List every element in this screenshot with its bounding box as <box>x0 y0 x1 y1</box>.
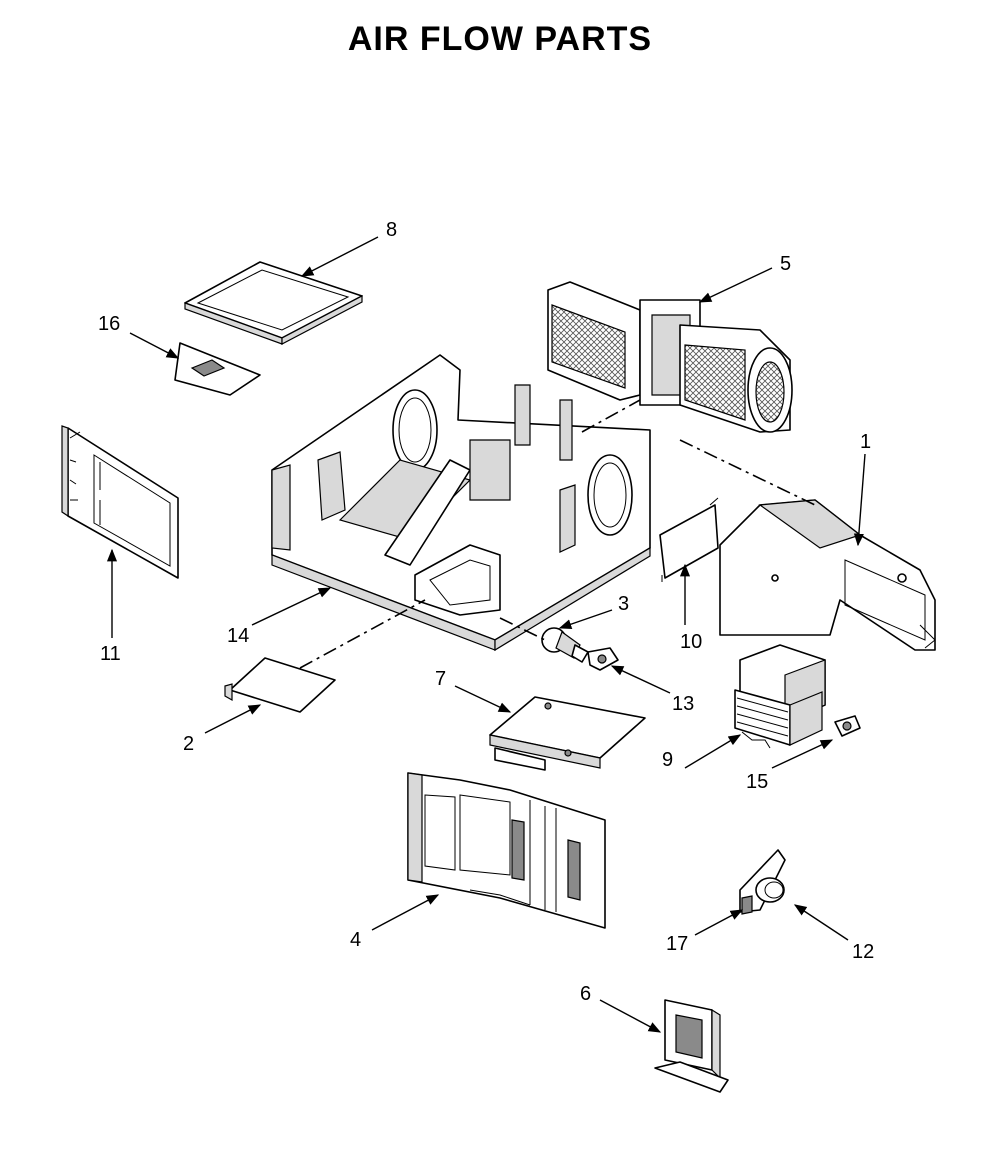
callout-3: 3 <box>618 593 629 615</box>
callout-15: 15 <box>746 771 768 793</box>
callout-4: 4 <box>350 929 361 951</box>
part-13-lamp-socket <box>587 647 619 671</box>
alignment-lines <box>299 399 816 669</box>
callout-7: 7 <box>435 668 446 690</box>
callout-2: 2 <box>183 733 194 755</box>
part-12-17-motor-assembly <box>739 849 786 915</box>
part-9-transformer <box>734 644 826 749</box>
part-5-blower-motor <box>547 281 793 433</box>
part-16-plate <box>174 342 261 396</box>
part-1-duct <box>719 499 936 651</box>
part-11-side-panel <box>61 425 179 579</box>
callout-9: 9 <box>662 749 673 771</box>
part-3-lamp <box>541 627 589 663</box>
callout-1: 1 <box>860 431 871 453</box>
callout-16: 16 <box>98 313 120 335</box>
part-8-filter-frame <box>184 261 363 345</box>
part-4-baffle <box>407 772 606 929</box>
page-title: AIR FLOW PARTS <box>347 20 653 58</box>
callout-11: 11 <box>100 643 121 665</box>
callout-13: 13 <box>672 693 694 715</box>
callout-5: 5 <box>780 253 791 275</box>
callout-14: 14 <box>227 625 249 647</box>
part-6-filter-holder <box>654 999 729 1093</box>
callout-10: 10 <box>680 631 702 653</box>
leader-arrows <box>106 236 866 1033</box>
callout-labels: 8 5 16 1 3 14 10 11 7 13 2 9 15 4 17 12 … <box>98 219 874 1005</box>
part-2-plate <box>224 657 336 713</box>
part-7-cover <box>489 696 646 771</box>
part-15-switch <box>834 715 861 737</box>
callout-17: 17 <box>666 933 688 955</box>
callout-12: 12 <box>852 941 874 963</box>
part-10-bracket <box>659 497 719 582</box>
part-14-housing <box>271 354 651 652</box>
callout-8: 8 <box>386 219 397 241</box>
callout-6: 6 <box>580 983 591 1005</box>
